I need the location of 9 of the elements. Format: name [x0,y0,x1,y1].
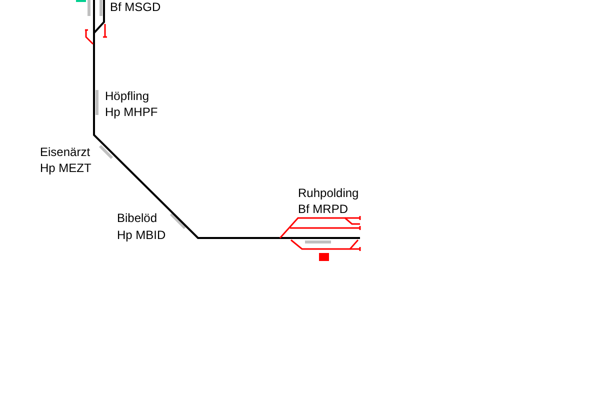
station-label: Bf MRPD [298,202,348,216]
station-label: Eisenärzt [40,145,90,159]
station-label: Hp MBID [117,228,166,242]
station-label: Bibelöd [117,211,158,225]
station-label: Hp MHPF [105,105,158,119]
station-label: Hp MEZT [40,161,92,175]
station-label: Ruhpolding [298,186,359,200]
station-label: Höpfling [105,89,150,103]
station-label: Bf MSGD [110,0,161,14]
